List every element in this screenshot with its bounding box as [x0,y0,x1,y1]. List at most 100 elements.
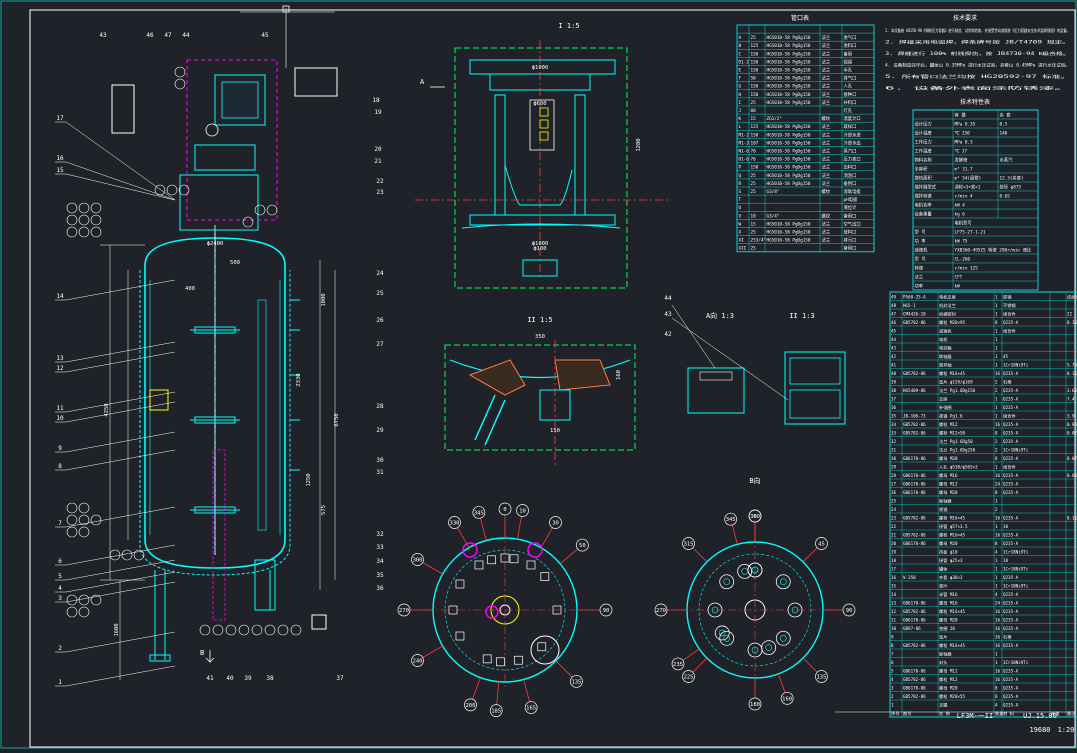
tech-cell-18-1: CFT [955,275,963,281]
nozzle-marker-4 [78,214,90,226]
bom-cell-16-1: GB5782-86 [903,430,926,435]
part-number-top-46: 46 [146,32,154,39]
part-number-mid-5: 31 [376,469,384,476]
b-leader-8 [802,547,818,563]
tech-cell-0-2: 夹 套 [1000,112,1012,119]
nozzle-cell-11-4: 取样口 [844,123,857,130]
bom-cell-1-2: 机封法兰 [939,302,956,309]
plan-angle-3-label: 200 [465,703,475,709]
plan-angle-1: 270 [397,603,411,617]
part-number-mid-2: 28 [376,403,384,410]
tech-cell-19-0: 功率 [915,283,924,290]
bom-cell-28-4: Q235-A [1003,532,1019,537]
bom-cell-19-2: 螺母 M20 [939,455,958,462]
nozzle-marker-39 [290,624,302,636]
b-angle-2-circle [671,657,685,671]
bom-cell-11-3: 2 [995,388,998,393]
bom-cell-16-4: Q235-A [1003,430,1019,435]
nozzle-cell-11-1: 125 [751,124,759,130]
bom-cell-34-0: 15 [891,583,897,588]
tech-cell-14-1: kW 75 [955,239,968,245]
bom-cell-32-0: 17 [891,566,897,571]
plan-angle-10-circle [516,504,529,517]
bom-cell-40-4: 石棉 [1003,633,1011,640]
plan-angle-9: 30 [549,516,562,529]
component-43-box [111,84,135,134]
bom-cell-29-4: Q235-A [1003,541,1019,546]
tech-cell-17-0: 转速 [915,265,924,272]
b-nozzle-3 [719,630,735,646]
part-number-1: 1 [58,679,62,686]
plan-nozzle-9 [526,560,536,570]
b-nozzle-2 [714,625,730,641]
b-nozzle-11 [737,563,753,579]
nozzle-cell-2-2: HG5010-58 PgDg150 [767,51,811,57]
plan-angle-7-circle [599,603,613,617]
plan-angle-9-label: 30 [552,521,559,527]
b-angle-6-label: 135 [816,674,826,680]
tech-cell-16-1: CL-260 [955,257,971,263]
b-angle-0: 315 [682,537,695,550]
title-block: LF3M-一II UJ.15.00 19680 1:20 [835,711,1075,734]
right-column [574,94,586,216]
plan-angle-13: 345 [472,506,486,519]
nozzle-cell-13-4: 冷却水出 [844,139,861,146]
bom-cell-32-4: 1Cr18Ni9Ti [1003,566,1029,571]
nozzle-cell-3-3: 法兰 [822,58,831,65]
bom-cell-48-4: Q235-A [1003,702,1019,707]
plan-angle-0: 300 [411,553,424,566]
bom-cell-40-2: 垫片 [939,633,947,640]
nozzle-cell-6-0: G [739,84,742,90]
nozzle-cell-12-4: 冷却水进 [844,131,862,138]
bom-cell-27-2: 接管 ϕ57×3.5 [939,523,968,530]
bom-cell-18-2: 法兰 Pg1.6Dg250 [939,446,976,453]
view-b-label: B向 [749,476,760,485]
bolt-1 [539,107,549,117]
b-angle-1-label: 270 [656,608,666,614]
plan-nozzle-3 [482,654,492,664]
part-number-6: 6 [58,558,62,565]
tech-cell-15-1: YXB360-495ZS 转速 290r/min 速比 [955,247,1032,254]
b-nozzle-bore-0 [723,578,731,586]
dim-left-3: 6750 [334,413,340,426]
tech-cell-6-1: m³ 31.7 [955,167,974,173]
nozzle-table-title: 管口表 [791,14,809,22]
nozzle-marker-34 [225,624,237,636]
reducer-body [194,144,256,171]
bom-cell-48-0: 1 [891,702,894,707]
bom-cell-46-2: 螺母 M20 [939,684,958,691]
nozzle-cell-24-4: 放料口 [844,229,857,236]
nozzle-cell-16-3: 法兰 [822,164,831,171]
bom-cell-37-0: 12 [891,609,897,614]
b-angle-10: 360 [748,509,762,523]
bom-cell-27-0: 22 [891,524,897,529]
tech-cell-10-0: 电机功率 [915,202,933,209]
bom-cell-2-1: CM4426-10 [903,311,926,316]
plan-angle-8-label: 50 [579,543,586,549]
plan-angle-12-label: 330 [450,521,460,527]
support-legs [149,559,276,662]
nozzle-marker-30 [121,549,133,561]
part-number-12: 12 [56,365,64,372]
nozzle-marker-20 [78,606,90,618]
seal-housing [504,164,573,206]
bom-cell-22-4: Q235-A [1003,481,1019,486]
bom-cell-8-0: 41 [891,362,897,367]
nozzle-marker-16 [66,594,78,606]
bom-cell-7-4: 45 [1003,354,1009,359]
b-nozzle-0 [719,574,735,590]
nozzle-cell-24-1: 25 [751,230,757,236]
tech-cell-1-2: 0.5 [1000,122,1008,128]
leader-3 [65,581,176,603]
b-angle-8: 45 [815,537,828,550]
nozzle-cell-11-3: 法兰 [822,123,831,130]
b-nozzle-10 [747,562,763,578]
bom-cell-42-2: 联轴器 [939,650,952,657]
nozzle-marker-14 [66,526,78,538]
nozzle-cell-26-1: 25 [751,246,757,252]
tech-cell-3-1: MPa 0.3 [955,140,974,146]
valve-right-body [554,359,611,391]
bom-cell-11-2: 法兰 Pg1.6Dg150 [939,387,976,394]
section-i-label: I 1:5 [558,22,579,30]
